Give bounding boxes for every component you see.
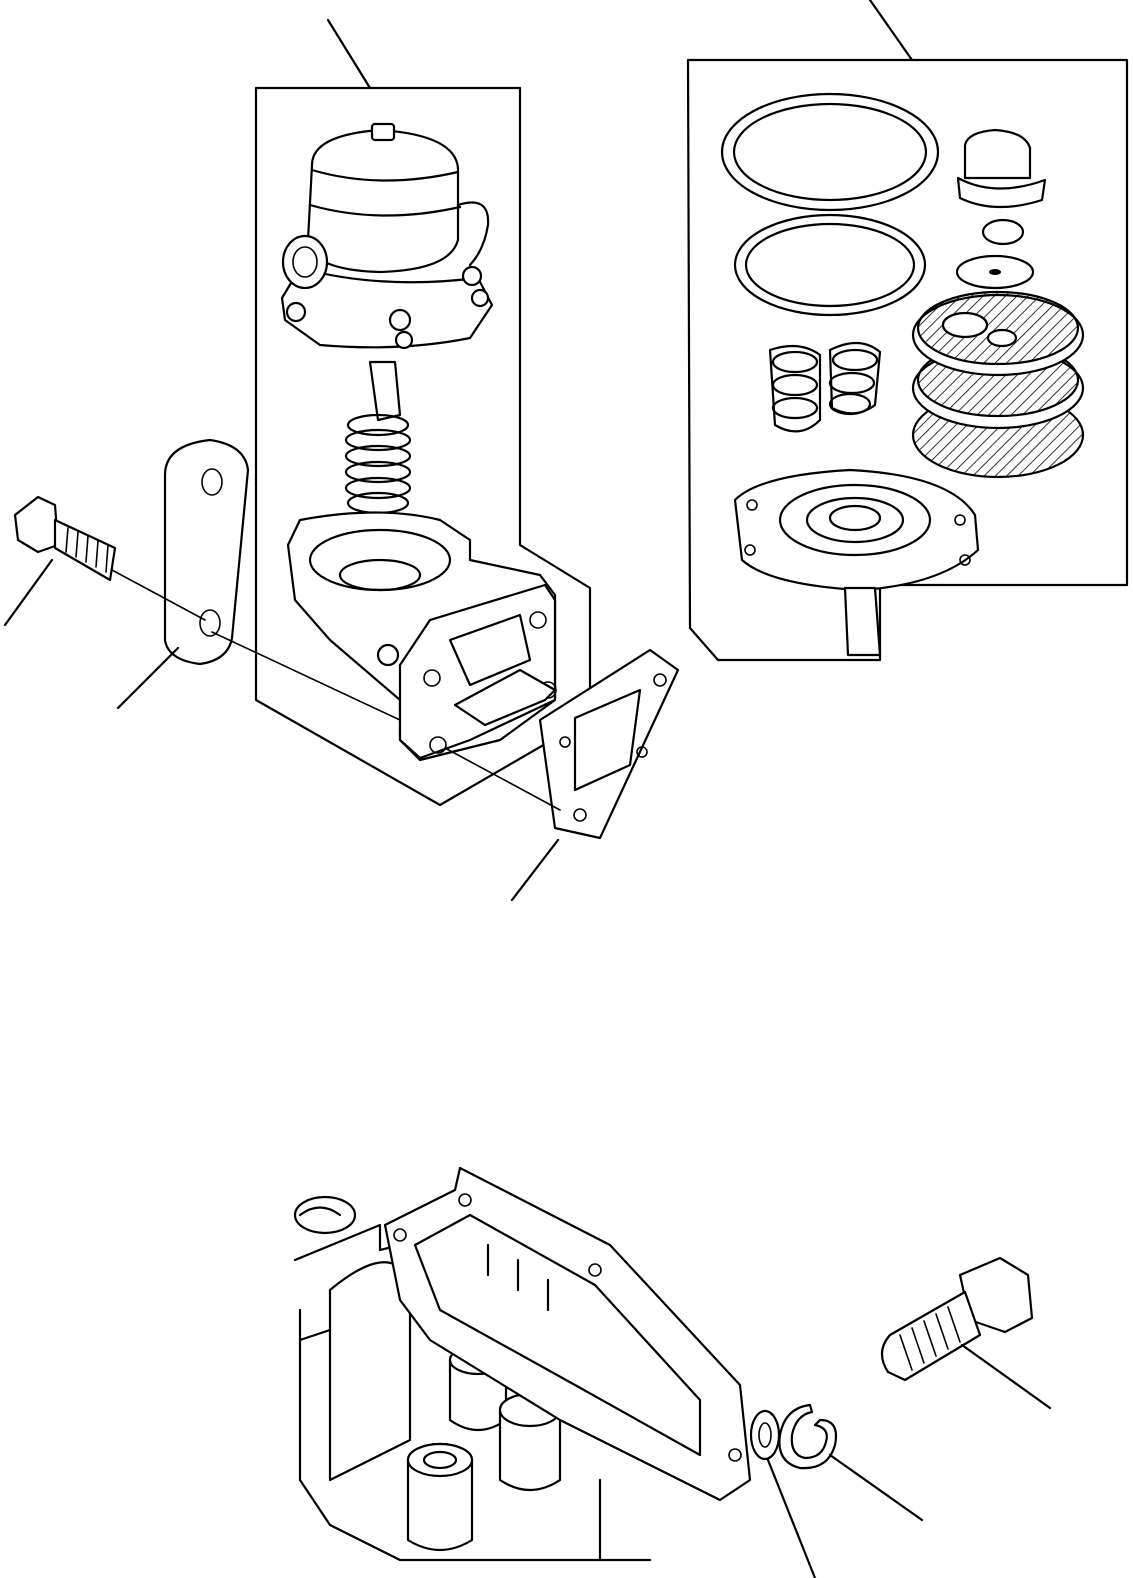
spacer-plate-leader [116, 646, 180, 710]
repair-kit-group [686, 0, 1129, 662]
cap-screw-leader [3, 558, 54, 627]
diaphragm-plate [733, 468, 980, 657]
flat-washer-leader [766, 1458, 817, 1578]
screw-axis-line-2 [211, 631, 401, 721]
repair-kit-frame [686, 58, 1129, 662]
bolt [880, 1256, 1034, 1382]
pump-assembly-leader [326, 18, 372, 90]
lock-washer [778, 1403, 838, 1470]
valve-cap [955, 128, 1047, 290]
lock-washer-leader [828, 1453, 924, 1522]
repair-kit-leader [868, 0, 914, 62]
flat-washer [749, 1409, 781, 1461]
diaphragm-stack [911, 290, 1085, 479]
o-rings [720, 92, 940, 317]
pump-assembly-frame [254, 86, 592, 807]
pump-spring [344, 413, 412, 515]
fuel-pump-assembly-group [3, 18, 680, 902]
spacer-plate [163, 438, 250, 666]
engine-block-group [293, 1166, 1052, 1578]
gasket [538, 648, 680, 840]
valve-springs [768, 341, 882, 433]
pump-plunger [368, 360, 402, 422]
pump-lower-body [286, 511, 557, 762]
bolt-leader [960, 1343, 1052, 1410]
pump-top-cover [280, 122, 494, 350]
gasket-axis-line [444, 747, 561, 811]
mounting-plate [383, 1166, 752, 1502]
gasket-leader [510, 838, 560, 902]
cap-screw [13, 495, 117, 582]
screw-axis-line [111, 569, 206, 621]
